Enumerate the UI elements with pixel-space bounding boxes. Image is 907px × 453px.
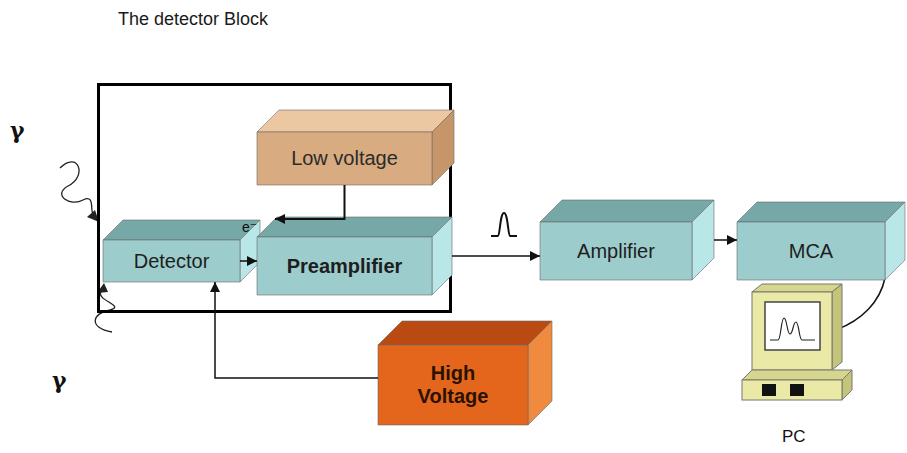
box-side-face xyxy=(692,200,714,280)
box-top-face xyxy=(540,200,714,222)
connector-arrow xyxy=(275,185,345,224)
preamplifier-box: Preamplifier xyxy=(257,237,432,295)
connector-arrow xyxy=(714,235,737,245)
amplifier-box: Amplifier xyxy=(540,222,692,280)
signal-name: e⁻ xyxy=(242,220,257,235)
box-side-face xyxy=(432,217,452,295)
box-label: High Voltage xyxy=(398,362,508,408)
connector-line xyxy=(452,255,540,257)
box-side-face xyxy=(528,321,552,425)
arrowhead xyxy=(210,282,220,292)
box-label: Amplifier xyxy=(577,240,655,263)
arrowhead xyxy=(275,214,285,224)
gamma-wave xyxy=(60,162,93,214)
box-label: Low voltage xyxy=(291,147,398,170)
box-top-face xyxy=(378,321,552,345)
box-front-face xyxy=(103,240,240,282)
detector-box: Detector xyxy=(103,240,240,282)
box-side-face xyxy=(885,202,905,280)
pulse-symbol xyxy=(491,213,517,236)
mca-box: MCA xyxy=(737,222,885,280)
box-label: MCA xyxy=(789,240,833,263)
cable xyxy=(836,278,885,330)
connector-line xyxy=(215,282,378,378)
detector-block-frame: The detector BlockLow voltageDetectorPre… xyxy=(97,83,452,313)
block-title: The detector Block xyxy=(118,10,268,30)
box-top-face xyxy=(103,220,260,240)
box-top-face xyxy=(257,110,454,132)
box-label: Preamplifier xyxy=(287,255,403,278)
connector-line xyxy=(275,185,345,219)
arrowhead xyxy=(530,251,540,261)
box-top-face xyxy=(737,202,905,222)
gamma-symbol: γ xyxy=(52,368,67,392)
arrowhead xyxy=(727,235,737,245)
device-label: PC xyxy=(782,428,806,447)
box-label: Detector xyxy=(134,250,210,273)
box-front-face xyxy=(378,345,528,425)
box-front-face xyxy=(540,222,692,280)
box-front-face xyxy=(737,222,885,280)
box-front-face xyxy=(257,132,432,185)
power-supply-box: Low voltage xyxy=(257,132,432,185)
arrowhead xyxy=(247,256,257,266)
connector-arrow xyxy=(240,256,257,266)
computer-icon xyxy=(742,284,852,400)
box-front-face xyxy=(257,237,432,295)
box-side-face xyxy=(432,110,454,185)
connector-arrow xyxy=(210,282,378,378)
power-supply-box: High Voltage xyxy=(378,345,528,425)
connector-arrow xyxy=(452,251,540,261)
gamma-symbol: γ xyxy=(10,118,25,142)
